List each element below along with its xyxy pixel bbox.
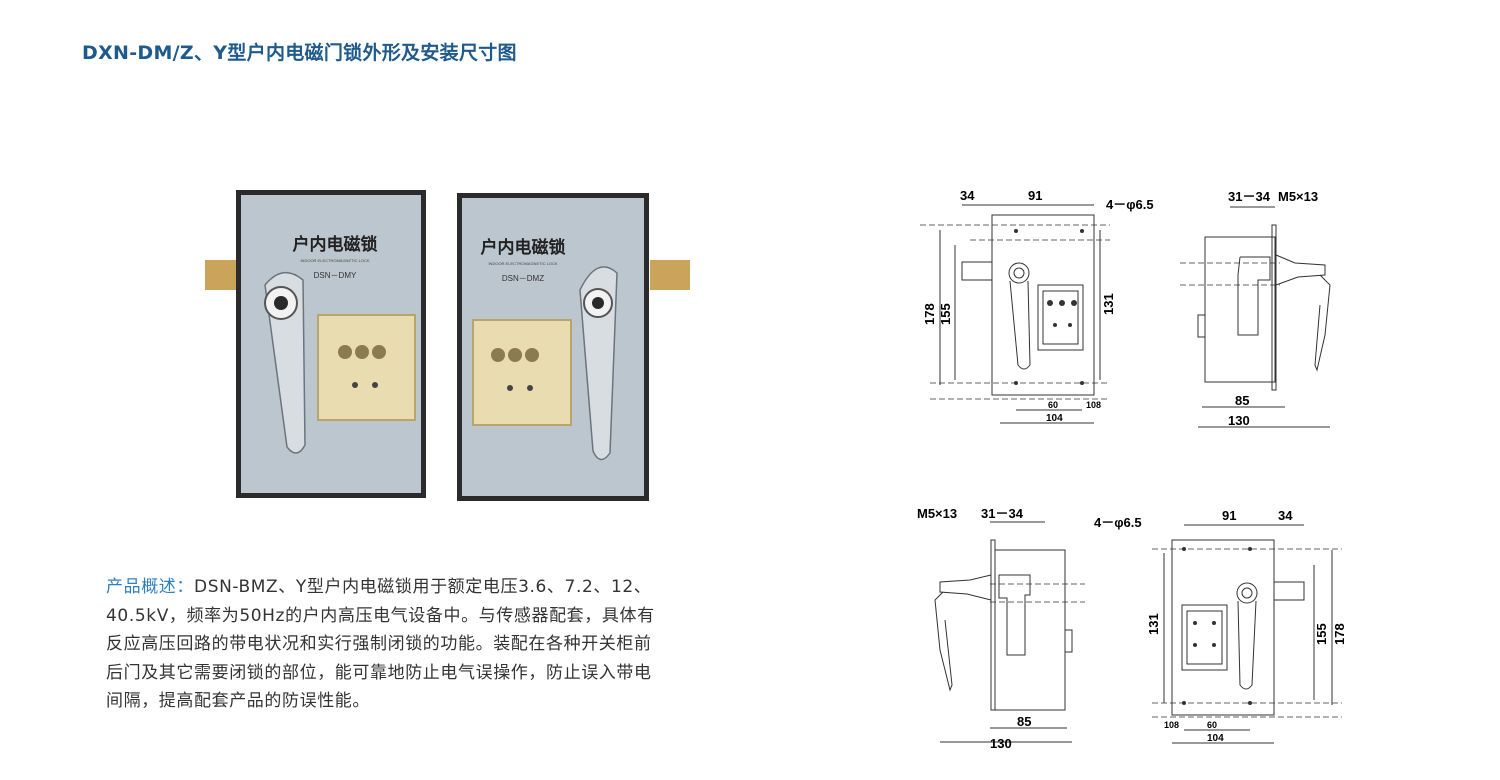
left-lamp-2 xyxy=(355,345,369,359)
side-top-dim-85: 85 xyxy=(1235,393,1249,408)
left-keyhole xyxy=(274,296,288,310)
front-top-body xyxy=(991,214,1095,396)
side-bottom-body xyxy=(994,549,1066,711)
right-plate-cn: 户内电磁锁 xyxy=(481,237,566,257)
side-top-latch xyxy=(1237,256,1271,336)
front-bottom-holes: 4－φ6.5 xyxy=(1094,515,1142,530)
front-view-top-drawing: 34 91 4－φ6.5 178 155 131 60 108 104 xyxy=(920,188,1154,424)
side-bottom-door xyxy=(990,539,996,711)
right-bolt xyxy=(650,260,690,290)
right-plate-model: DSN－DMZ xyxy=(502,274,544,283)
side-bottom-m5: M5×13 xyxy=(917,506,957,521)
front-top-keyhole-ring xyxy=(1008,262,1030,284)
front-bottom-dim-34: 34 xyxy=(1278,508,1293,523)
front-bottom-dim-131: 131 xyxy=(1146,613,1161,635)
side-top-dim-130: 130 xyxy=(1228,413,1250,428)
side-view-bottom-drawing: M5×13 31－34 85 130 xyxy=(917,506,1085,751)
front-top-dim-104: 104 xyxy=(1046,413,1063,424)
left-plate-model: DSN－DMY xyxy=(314,271,357,280)
front-top-keyhole xyxy=(1013,267,1025,279)
page-title: DXN-DM/Z、Y型户内电磁门锁外形及安装尺寸图 xyxy=(82,42,517,64)
right-lamp-2 xyxy=(508,348,522,362)
front-top-dim-131: 131 xyxy=(1101,293,1116,315)
left-dot-1 xyxy=(352,382,358,388)
product-photo: 户内电磁锁 INDOOR ELECTROMAGNETIC LOCK DSN－DM… xyxy=(205,190,690,501)
right-plate-en: INDOOR ELECTROMAGNETIC LOCK xyxy=(488,261,557,266)
front-top-bolt xyxy=(961,261,993,281)
left-lamp-1 xyxy=(338,345,352,359)
front-top-dim-108: 108 xyxy=(1086,400,1101,410)
description-line-4: 后门及其它需要闭锁的部位，能可靠地防止电气误操作，防止误入带电 xyxy=(106,662,652,683)
front-bottom-dim-104: 104 xyxy=(1207,733,1224,744)
front-top-holes: 4－φ6.5 xyxy=(1106,197,1154,212)
right-dot-2 xyxy=(527,385,533,391)
side-top-body xyxy=(1204,236,1276,383)
front-bottom-dim-60: 60 xyxy=(1207,720,1217,730)
right-dot-1 xyxy=(507,385,513,391)
right-keyhole xyxy=(592,297,604,309)
side-bottom-terminal xyxy=(1064,629,1073,653)
side-bottom-dim-85: 85 xyxy=(1017,714,1031,729)
front-top-dim-34: 34 xyxy=(960,188,975,203)
side-bottom-handle xyxy=(934,591,953,692)
front-bottom-dim-155: 155 xyxy=(1314,623,1329,645)
front-bottom-indicator-box xyxy=(1181,604,1228,671)
left-plate-cn: 户内电磁锁 xyxy=(293,234,378,254)
front-bottom-dim-91: 91 xyxy=(1222,508,1236,523)
left-lamp-3 xyxy=(372,345,386,359)
front-top-dim-178: 178 xyxy=(922,303,937,325)
front-top-dim-91: 91 xyxy=(1028,188,1042,203)
front-view-bottom-drawing: 4－φ6.5 91 34 131 155 178 108 60 104 xyxy=(1094,508,1347,744)
right-lamp-1 xyxy=(491,348,505,362)
front-top-indicator-inner xyxy=(1042,290,1079,345)
left-indicator-panel xyxy=(317,314,416,421)
front-top-handle xyxy=(1009,280,1031,370)
front-bottom-bolt xyxy=(1273,581,1305,601)
front-bottom-body xyxy=(1171,539,1275,716)
front-bottom-handle xyxy=(1237,600,1257,690)
front-bottom-indicator-inner xyxy=(1186,610,1223,665)
side-bottom-dim-130: 130 xyxy=(990,736,1012,751)
side-top-m5: M5×13 xyxy=(1278,189,1318,204)
side-view-top-drawing: 31－34 M5×13 85 130 xyxy=(1180,189,1331,428)
front-bottom-keyhole xyxy=(1241,587,1253,599)
side-bottom-handle-base xyxy=(939,574,992,601)
front-bottom-keyhole-ring xyxy=(1236,582,1258,604)
side-top-handle xyxy=(1314,274,1331,372)
side-top-dim-3134: 31－34 xyxy=(1228,189,1271,204)
description-label: 产品概述： xyxy=(106,577,194,597)
description-line-2: 40.5kV，频率为50Hz的户内高压电气设备中。与传感器配套，具体有 xyxy=(106,605,655,626)
side-top-handle-base xyxy=(1275,254,1326,286)
right-indicator-panel xyxy=(472,319,572,426)
product-description: 产品概述：DSN-BMZ、Y型户内电磁锁用于额定电压3.6、7.2、12、 40… xyxy=(106,573,796,716)
right-lamp-3 xyxy=(525,348,539,362)
front-top-indicator-box xyxy=(1037,284,1084,351)
left-plate-en: INDOOR ELECTROMAGNETIC LOCK xyxy=(300,258,369,263)
side-top-door xyxy=(1271,224,1277,391)
description-line-1: DSN-BMZ、Y型户内电磁锁用于额定电压3.6、7.2、12、 xyxy=(194,577,652,597)
left-dot-2 xyxy=(372,382,378,388)
side-bottom-latch xyxy=(998,574,1031,656)
front-top-dim-60: 60 xyxy=(1048,400,1058,410)
description-line-3: 反应高压回路的带电状况和实行强制闭锁的功能。装配在各种开关柜前 xyxy=(106,634,652,654)
front-bottom-dim-108: 108 xyxy=(1164,720,1179,730)
front-top-dim-155: 155 xyxy=(938,303,953,325)
side-bottom-dim-3134: 31－34 xyxy=(981,506,1024,521)
front-bottom-dim-178: 178 xyxy=(1332,623,1347,645)
description-line-5: 间隔，提高配套产品的防误性能。 xyxy=(106,691,370,711)
side-top-terminal xyxy=(1197,314,1206,338)
